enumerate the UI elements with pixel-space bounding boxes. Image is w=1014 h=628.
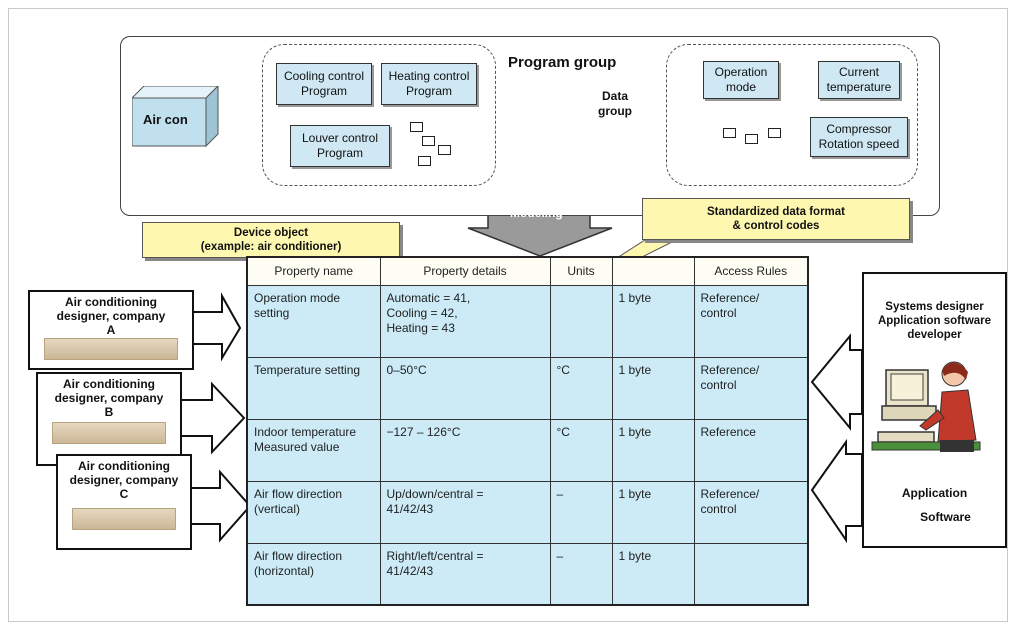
cell-property-details: −127 – 126°C [379, 418, 551, 482]
cell-units: °C [549, 418, 613, 482]
cell-property-details: Up/down/central = 41/42/43 [379, 480, 551, 544]
company-a-line1: Air conditioning [65, 295, 157, 309]
cell-units: °C [549, 356, 613, 420]
cell-size: 1 byte [611, 542, 695, 606]
table-row: Air flow direction (vertical) Up/down/ce… [246, 480, 809, 544]
modeling-label: Modeling [510, 206, 563, 220]
company-b-line1: Air conditioning [63, 377, 155, 391]
company-a-letter: A [106, 323, 116, 337]
program-group-label: Program group [508, 54, 617, 71]
cell-size: 1 byte [611, 284, 695, 358]
compressor-speed-box: Compressor Rotation speed [810, 117, 908, 157]
header-units: Units [549, 256, 613, 286]
louver-program-box: Louver control Program [290, 125, 390, 167]
software-label: Software [920, 510, 971, 524]
developer-at-computer-icon [871, 361, 981, 452]
cell-access-rules [693, 542, 809, 606]
device-object-callout: Device object (example: air conditioner) [142, 222, 400, 258]
cell-access-rules: Reference [693, 418, 809, 482]
device-object-title: Device object [233, 227, 309, 239]
aircon-unit-image [52, 422, 166, 444]
cell-access-rules: Reference/ control [693, 356, 809, 420]
table-row: Operation mode setting Automatic = 41, C… [246, 284, 809, 358]
cell-property-details: 0–50°C [379, 356, 551, 420]
cell-property-name: Temperature setting [246, 356, 381, 420]
company-a-line2: designer, company [56, 309, 166, 323]
cell-property-details: Automatic = 41, Cooling = 42, Heating = … [379, 284, 551, 358]
aircon-unit-image [72, 508, 176, 530]
company-b-letter: B [104, 405, 114, 419]
header-property-details: Property details [379, 256, 551, 286]
cell-units [549, 284, 613, 358]
developer-card: Systems designer Application software de… [862, 272, 1007, 548]
header-access-rules: Access Rules [693, 256, 809, 286]
block-icon [745, 134, 758, 144]
cooling-program-box: Cooling control Program [276, 63, 372, 105]
standardized-format-text: Standardized data format & control codes [706, 206, 846, 232]
application-label: Application [901, 486, 968, 500]
company-c-line1: Air conditioning [78, 459, 170, 473]
aircon-unit-image [44, 338, 178, 360]
table-header-row: Property name Property details Units Acc… [246, 256, 809, 286]
heating-program-box: Heating control Program [381, 63, 477, 105]
company-b-line2: designer, company [54, 391, 164, 405]
cell-access-rules: Reference/ control [693, 284, 809, 358]
cell-size: 1 byte [611, 418, 695, 482]
arrow-company-b [177, 381, 246, 455]
company-c-line2: designer, company [69, 473, 179, 487]
block-icon [422, 136, 435, 146]
operation-mode-box: Operation mode [703, 61, 779, 99]
arrow-company-c [189, 469, 252, 543]
cell-property-details: Right/left/central = 41/42/43 [379, 542, 551, 606]
cell-property-name: Air flow direction (vertical) [246, 480, 381, 544]
block-icon [418, 156, 431, 166]
arrow-developer-2 [810, 438, 863, 544]
cell-units: – [549, 542, 613, 606]
header-property-name: Property name [246, 256, 381, 286]
cell-property-name: Operation mode setting [246, 284, 381, 358]
data-group-label: Data group [598, 89, 632, 118]
aircon-unit [132, 86, 219, 148]
block-icon [410, 122, 423, 132]
block-icon [438, 145, 451, 155]
device-object-subtitle: (example: air conditioner) [200, 241, 342, 253]
cell-property-name: Air flow direction (horizontal) [246, 542, 381, 606]
standardized-format-callout: Standardized data format & control codes [642, 198, 910, 240]
arrow-company-a [191, 292, 242, 362]
arrow-developer-1 [810, 333, 863, 431]
table-row: Temperature setting 0–50°C °C 1 byte Ref… [246, 356, 809, 420]
company-a-card: Air conditioning designer, company A [28, 290, 194, 370]
company-b-card: Air conditioning designer, company B [36, 372, 182, 466]
cell-size: 1 byte [611, 356, 695, 420]
cell-units: – [549, 480, 613, 544]
company-c-letter: C [119, 487, 129, 501]
header-size [611, 256, 695, 286]
table-row: Air flow direction (horizontal) Right/le… [246, 542, 809, 606]
cell-property-name: Indoor temperature Measured value [246, 418, 381, 482]
current-temperature-box: Current temperature [818, 61, 900, 99]
diagram-frame [8, 8, 1008, 622]
company-c-card: Air conditioning designer, company C [56, 454, 192, 550]
cell-size: 1 byte [611, 480, 695, 544]
property-table: Property name Property details Units Acc… [246, 256, 809, 606]
developer-title: Systems designer Application software de… [877, 301, 992, 341]
table-row: Indoor temperature Measured value −127 –… [246, 418, 809, 482]
aircon-label: Air con [143, 112, 188, 127]
cell-access-rules: Reference/ control [693, 480, 809, 544]
block-icon [723, 128, 736, 138]
block-icon [768, 128, 781, 138]
